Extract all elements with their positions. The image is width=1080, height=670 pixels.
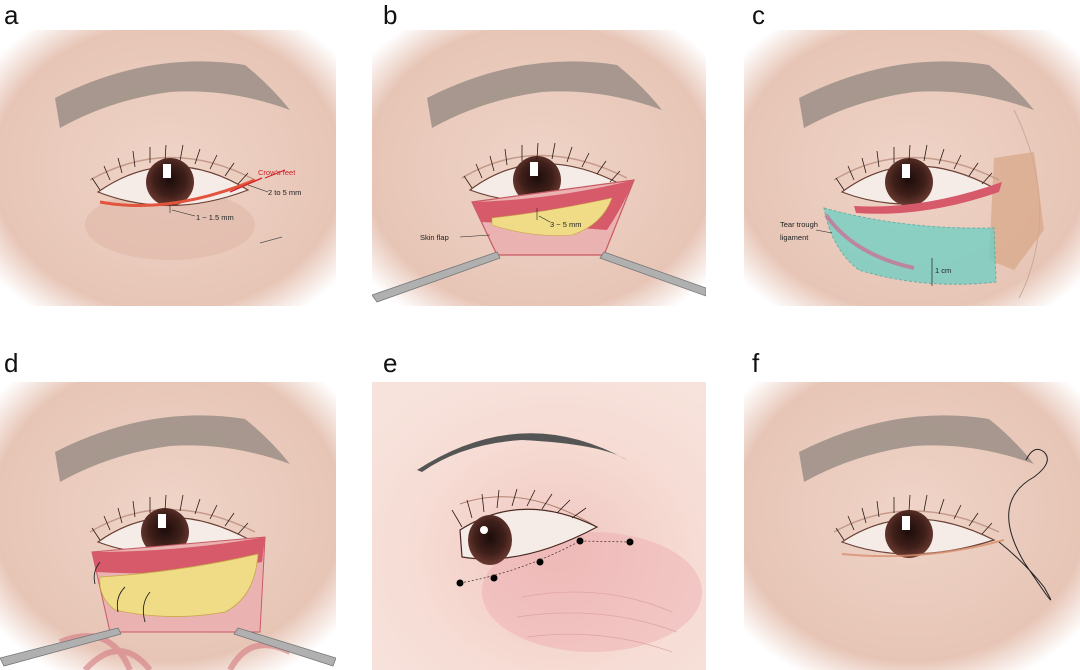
panel-letter-d: d [4,348,19,378]
label-depth: 3 ~ 5 mm [550,220,581,229]
eyebrow [55,61,290,128]
upper-lashes [91,144,249,191]
tear-trough-ligament [824,213,915,270]
muscle-strip [854,182,1002,214]
closed-incision [841,539,1005,558]
eyebrow [55,415,290,482]
panel-letter-b: b [383,0,398,30]
label-tear-trough: Tear trough [780,220,818,229]
iris [141,508,189,556]
panel-b-illustration: 3 ~ 5 mm Skin flap [372,30,706,306]
retractor-right [233,627,336,667]
panel-f-illustration [744,382,1080,670]
repositioned-fat [99,553,259,617]
iris [146,158,194,206]
label-crows-feet: Crow's feet [258,168,296,177]
panel-e-illustration [372,382,706,670]
orbital-fat [491,197,613,236]
panel-letter-a: a [4,0,19,30]
lateral-bone [989,152,1044,270]
iris [885,510,933,558]
lateral-extension [229,177,263,193]
eyelid-crease [89,156,256,181]
eyebrow [427,61,662,128]
ligament-release-zone [823,207,997,285]
label-lateral-distance: 2 to 5 mm [268,188,301,197]
label-skin-flap: Skin flap [420,233,449,242]
label-distance: 1 cm [935,266,951,275]
suture-line [459,540,631,584]
eyebrow [417,433,627,472]
retractor-right [599,251,706,297]
panel-d-illustration [0,382,336,670]
fat-redistribution-arrows [93,561,151,623]
label-ligament: ligament [780,233,809,242]
label-margin-distance: 1 ~ 1.5 mm [196,213,234,222]
iris [885,158,933,206]
iris [468,515,512,565]
panel-letter-f: f [752,348,760,378]
eyebrow [799,61,1034,128]
panel-c-illustration: 1 cm Tear trough ligament [744,30,1080,306]
lower-eyelid-bag [85,190,255,260]
retractor-left [372,251,501,303]
pupil-highlight [163,164,171,178]
skin-folds [516,591,678,653]
panel-letter-e: e [383,348,398,378]
eyebrow [799,415,1034,482]
panel-a-illustration: Crow's feet 2 to 5 mm 1 ~ 1.5 mm [0,30,336,306]
incision-line [99,178,256,207]
retractor-left [0,627,122,667]
panel-letter-c: c [752,0,765,30]
suture-thread [998,448,1052,601]
